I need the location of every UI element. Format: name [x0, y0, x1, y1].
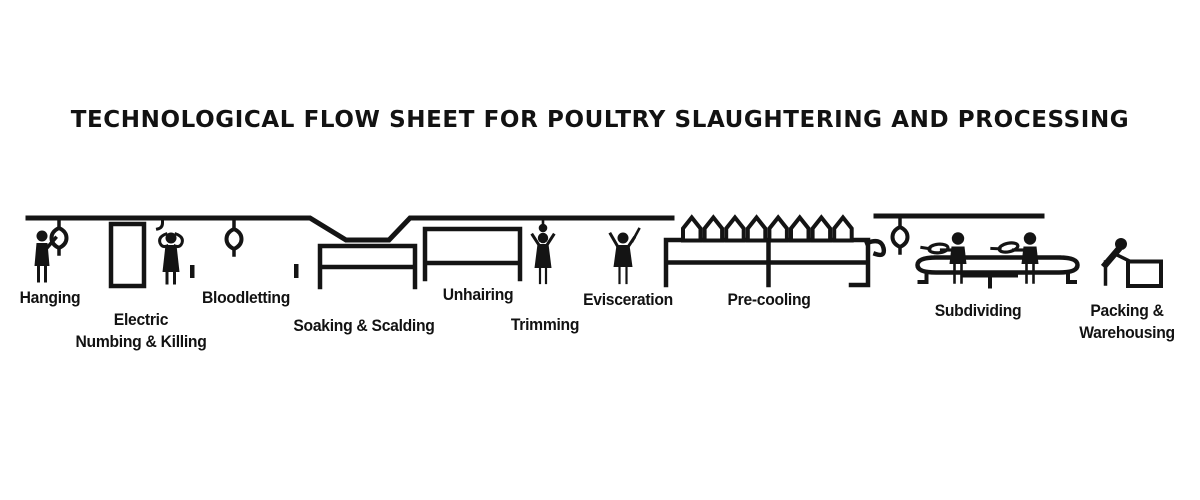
stunning-box-icon [108, 221, 147, 289]
discharge-chute-icon [864, 238, 887, 258]
carcass-row-icon [681, 215, 854, 243]
evisceration-worker-icon [608, 227, 641, 285]
unhairing-machine-icon [422, 226, 523, 282]
overhead-rail-main [25, 215, 675, 243]
label-soaking-scalding: Soaking & Scalding [293, 317, 435, 335]
trimming-worker-icon [530, 216, 556, 285]
knife-icon [630, 227, 641, 243]
label-trimming: Trimming [510, 316, 580, 334]
diagram-title: TECHNOLOGICAL FLOW SHEET FOR POULTRY SLA… [70, 107, 1130, 133]
shackle-icon [224, 217, 244, 257]
label-electric-numbing-killing: Electric Numbing & Killing [37, 309, 246, 353]
label-evisceration: Evisceration [583, 291, 673, 309]
knife-tick-icon [294, 264, 299, 278]
label-unhairing: Unhairing [442, 286, 514, 304]
precooling-conveyor-icon [663, 215, 887, 288]
label-pre-cooling: Pre-cooling [727, 291, 811, 309]
label-packing-warehousing: Packing & Warehousing [1023, 300, 1200, 344]
label-line: Packing & [1090, 302, 1164, 320]
label-subdividing: Subdividing [934, 302, 1022, 320]
label-line: Warehousing [1079, 324, 1175, 342]
hanging-worker-icon [34, 230, 58, 283]
knife-tick-icon [190, 265, 195, 278]
label-line: Numbing & Killing [75, 333, 207, 351]
shackle-icon [890, 215, 910, 255]
carcass-hook-icon [538, 223, 548, 233]
shackle-icon [49, 216, 69, 256]
numbing-worker-icon [158, 232, 184, 285]
packing-box-icon [1126, 259, 1163, 288]
hook-icon [155, 217, 164, 231]
label-bloodletting: Bloodletting [201, 289, 290, 307]
scalding-tank-icon [317, 243, 418, 290]
label-hanging: Hanging [19, 289, 81, 307]
cleaver-icon [989, 239, 1021, 257]
label-line: Electric [113, 311, 169, 329]
subdividing-conveyor-icon [915, 255, 1080, 289]
